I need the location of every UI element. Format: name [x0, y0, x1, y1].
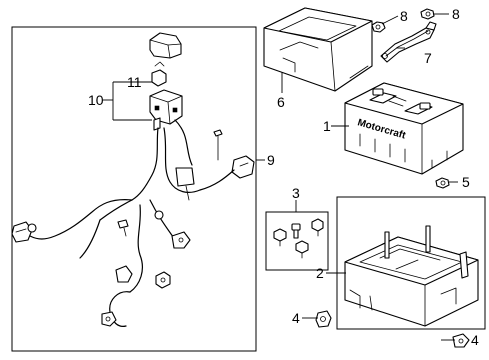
nut-part-left	[371, 21, 386, 33]
hold-down-bracket-part	[380, 21, 437, 63]
clip-part-bottom	[452, 333, 470, 348]
battery-cable-harness-part	[11, 32, 255, 327]
callout-11: 11	[127, 74, 142, 90]
battery-part: Motorcraft	[344, 82, 464, 175]
hardware-group-box	[265, 211, 329, 271]
clip-part-left	[315, 310, 332, 328]
callout-9: 9	[267, 152, 275, 168]
callout-4-bottom: 4	[471, 332, 479, 348]
battery-cover-part	[263, 7, 373, 92]
bolt-hardware-part	[273, 218, 324, 259]
harness-group-box	[11, 26, 257, 352]
leader-lines	[103, 13, 458, 341]
callout-4-left: 4	[292, 310, 300, 326]
callout-3: 3	[292, 185, 300, 201]
battery-tray-part	[344, 225, 479, 327]
callout-6: 6	[277, 94, 285, 110]
callout-10: 10	[88, 92, 104, 108]
callout-labels: 1 2 3 4 4 5 6 7 8 8 9 10 11	[88, 6, 479, 348]
callout-1: 1	[323, 118, 331, 134]
callout-7: 7	[424, 50, 432, 66]
callout-2: 2	[316, 265, 324, 281]
callout-5: 5	[462, 174, 470, 190]
tray-group-box	[336, 196, 486, 330]
callout-8-right: 8	[452, 6, 460, 22]
nut-part-right	[420, 8, 435, 20]
callout-8-left: 8	[400, 8, 408, 24]
nut-part-5	[435, 177, 450, 189]
